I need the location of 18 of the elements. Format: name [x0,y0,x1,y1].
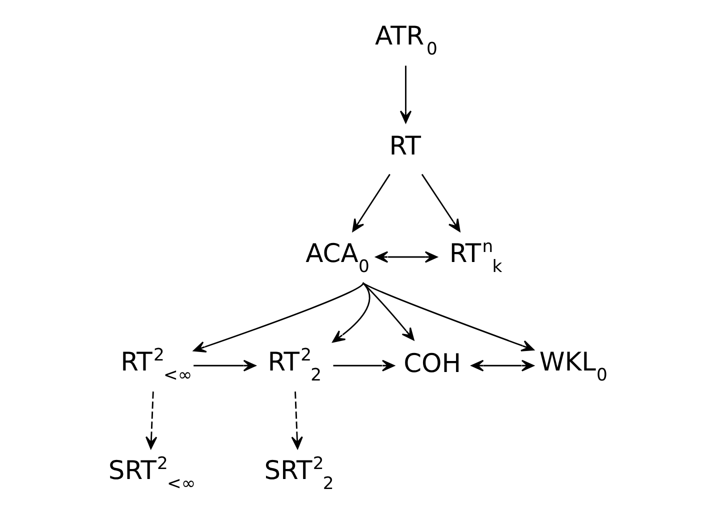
arrow [332,360,394,372]
node-text: ATR$_{0}$ [374,22,437,60]
arrow [362,282,534,352]
arrow [362,282,414,341]
node-text: RT [388,132,421,162]
node-text: COH [403,348,461,379]
arrow [290,392,302,450]
arrow [374,251,438,263]
arrow [144,392,157,450]
arrow [420,174,460,232]
arrow [192,282,364,353]
arrow [399,66,412,124]
arrow [193,360,256,372]
arrow [332,282,370,343]
node-text: WKL$_{0}$ [538,347,607,386]
arrow [470,360,534,372]
arrow [352,174,390,232]
node-text: ACA$_{0}$ [305,238,369,277]
